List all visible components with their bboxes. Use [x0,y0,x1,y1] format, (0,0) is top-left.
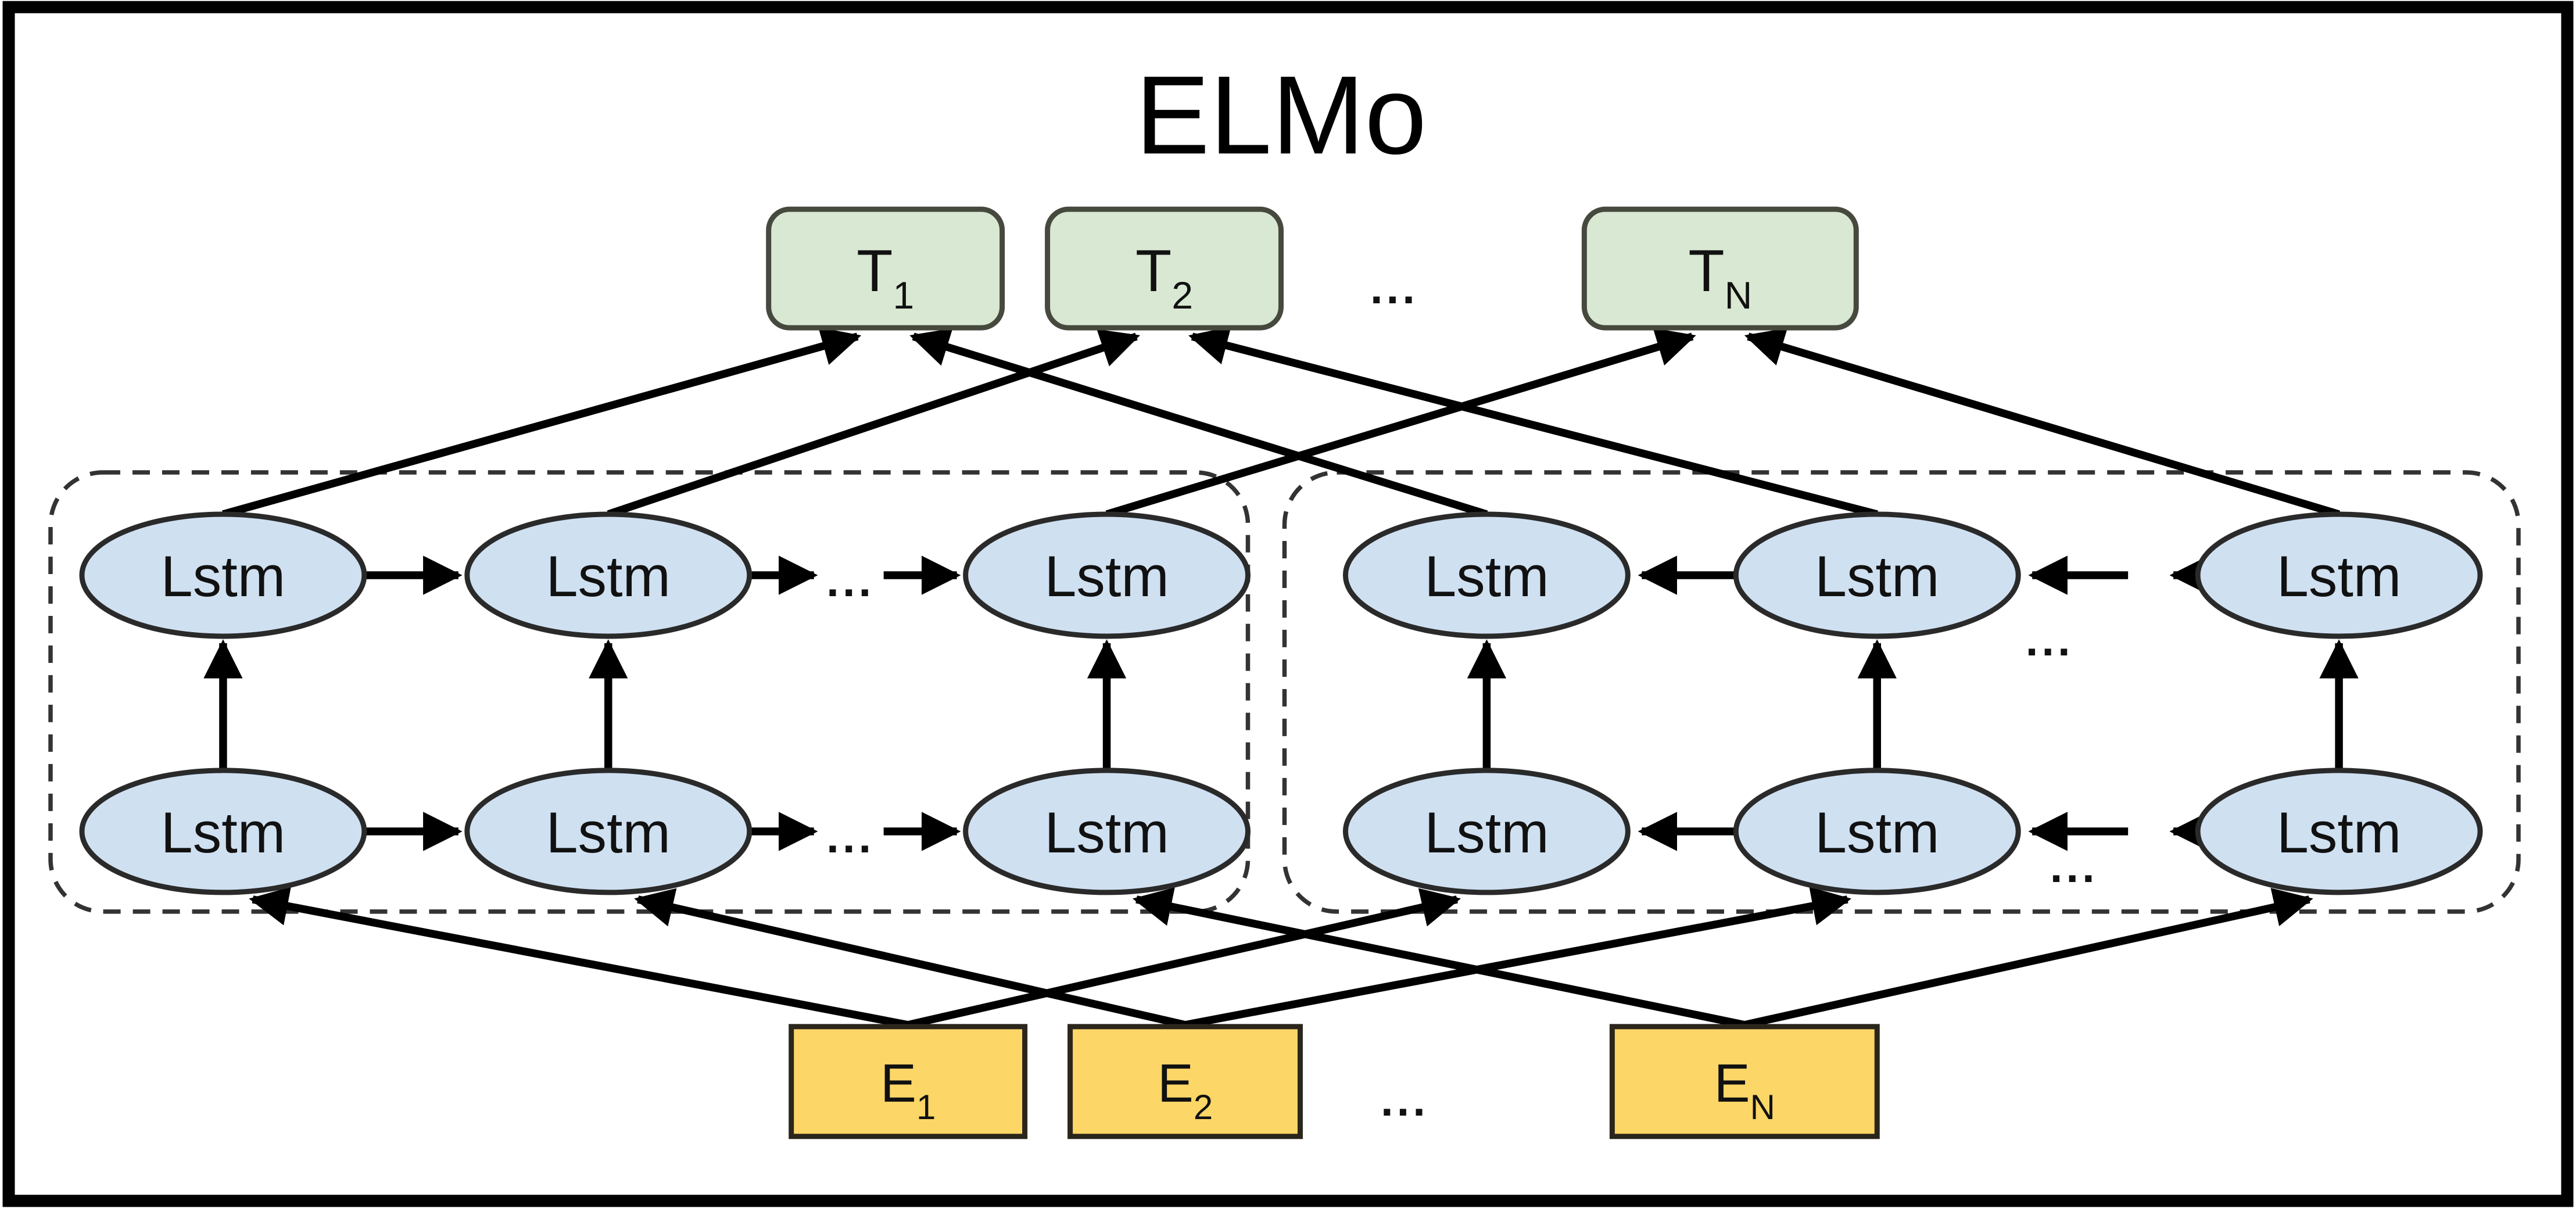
arrow-emb2-to-backward-lstm2 [1184,887,1851,1029]
arrow-emb1-to-backward-lstm1 [907,888,1461,1029]
backward-bottom-ellipsis: ... [2050,841,2098,892]
arrow-backward-lstm3-to-tokenN [1744,328,2341,518]
forward-lstm-top-1-label: Lstm [161,544,285,608]
token-label-2-sub: 2 [1171,274,1193,317]
backward-lstm-bottom-1-label: Lstm [1424,800,1549,865]
arrow-emb2-to-forward-lstm2 [634,888,1187,1029]
arrow-backward-lstm1-to-token1 [909,328,1488,518]
backward-lstm-top-2-label: Lstm [1815,544,1939,608]
embedding-row-ellipsis: ... [1381,1074,1429,1125]
embedding-label-N-base: E [1714,1053,1750,1113]
embedding-label-2-sub: 2 [1194,1088,1213,1127]
backward-lstm-bottom-2-label: Lstm [1815,800,1939,865]
token-box-2 [1045,206,1284,331]
token-label-1-base: T [857,238,893,304]
token-box-N [1581,206,1859,331]
embedding-label-2: E2 [1158,1053,1213,1127]
backward-lstm-bottom-3 [2195,768,2483,895]
diagram-title: ELMo [1135,52,1427,177]
arrow-forward-lstm2-to-token2 [607,329,1140,518]
token-box-1 [766,206,1005,331]
token-label-2-base: T [1135,238,1171,304]
backward-lstm-group-box [1282,470,2521,914]
embedding-label-2-base: E [1158,1053,1194,1113]
forward-lstm-top-1 [79,511,367,639]
forward-lstm-bottom-1 [79,768,367,895]
embedding-box-2 [1067,1024,1303,1139]
embedding-box-1 [789,1024,1028,1139]
backward-lstm-bottom-1 [1342,768,1631,895]
backward-lstm-top-2 [1733,511,2021,639]
embedding-label-N: EN [1714,1053,1775,1127]
embedding-label-1-sub: 1 [916,1088,936,1127]
token-row-ellipsis: ... [1370,262,1418,313]
arrow-embN-to-forward-lstm3 [1132,887,1746,1029]
token-label-N-base: T [1688,238,1724,304]
backward-lstm-bottom-3-label: Lstm [2277,800,2401,865]
forward-lstm-bottom-2 [464,768,753,895]
token-label-1-sub: 1 [893,274,914,317]
arrow-backward-lstm2-to-token2 [1188,326,1878,518]
backward-lstm-top-3-label: Lstm [2277,544,2401,608]
embedding-label-N-sub: N [1750,1088,1775,1127]
forward-lstm-top-3-label: Lstm [1044,544,1169,608]
forward-lstm-top-2 [464,511,753,639]
arrow-emb1-to-forward-lstm1 [249,887,909,1029]
backward-lstm-top-1 [1342,511,1631,639]
forward-lstm-top-2-label: Lstm [546,544,671,608]
arrow-forward-lstm1-to-token1 [222,327,862,518]
forward-top-ellipsis: ... [826,555,875,606]
token-label-2: T2 [1135,238,1193,317]
embedding-label-1-base: E [880,1053,916,1113]
forward-lstm-bottom-2-label: Lstm [546,800,671,865]
forward-lstm-bottom-3-label: Lstm [1044,800,1169,865]
embedding-label-1: E1 [880,1053,936,1127]
token-label-1: T1 [857,238,914,317]
arrow-embN-to-backward-lstm3 [1743,888,2313,1029]
token-label-N-sub: N [1725,274,1753,317]
embedding-box-N [1609,1024,1880,1139]
arrow-forward-lstm3-to-tokenN [1105,328,1696,518]
backward-lstm-top-3 [2195,511,2483,639]
forward-lstm-top-3 [963,511,1251,639]
backward-lstm-top-1-label: Lstm [1424,544,1549,608]
forward-lstm-bottom-3 [963,768,1251,895]
backward-top-ellipsis: ... [2026,614,2074,665]
backward-lstm-bottom-2 [1733,768,2021,895]
token-label-N: TN [1688,238,1752,317]
forward-bottom-ellipsis: ... [826,811,875,862]
forward-lstm-bottom-1-label: Lstm [161,800,285,865]
